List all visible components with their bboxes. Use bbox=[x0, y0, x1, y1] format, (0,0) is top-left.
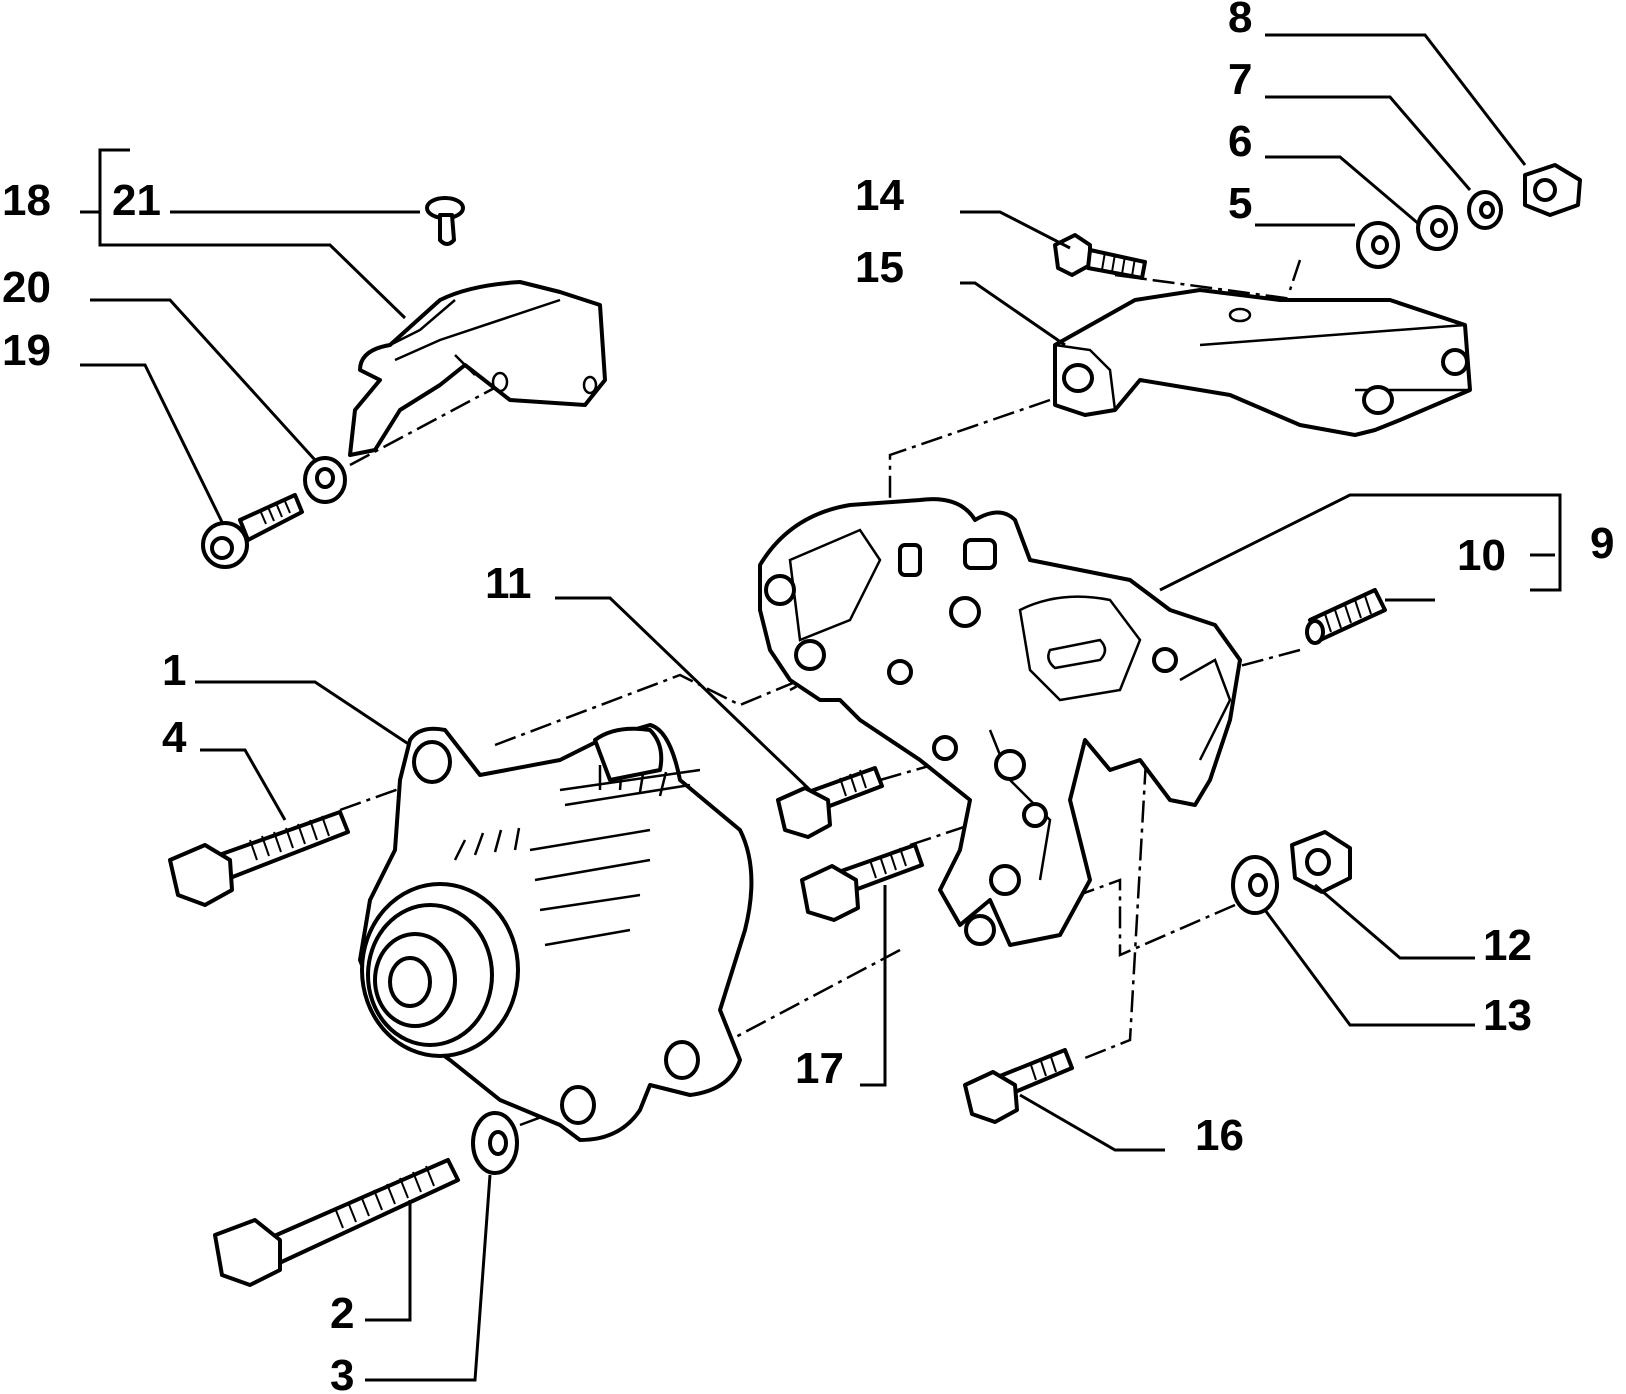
cover-shield-part-18 bbox=[348, 280, 607, 457]
washer-part-3 bbox=[471, 1111, 519, 1175]
mounting-bracket-part-9 bbox=[758, 497, 1242, 947]
callout-13: 13 bbox=[1483, 991, 1532, 1040]
bolt-part-17 bbox=[800, 843, 924, 922]
bolt-part-4 bbox=[168, 810, 350, 907]
washer-part-20 bbox=[303, 456, 347, 504]
callout-17: 17 bbox=[795, 1044, 844, 1093]
callout-20: 20 bbox=[2, 263, 51, 312]
bolt-part-19 bbox=[201, 493, 304, 569]
callout-5: 5 bbox=[1228, 179, 1252, 228]
callout-21: 21 bbox=[112, 176, 161, 225]
callout-19: 19 bbox=[2, 326, 51, 375]
callout-9: 9 bbox=[1590, 519, 1614, 568]
washer-part-13 bbox=[1231, 855, 1279, 915]
callout-14: 14 bbox=[855, 171, 904, 220]
callout-4: 4 bbox=[162, 713, 187, 762]
washer-part-6 bbox=[1416, 205, 1458, 251]
callout-2: 2 bbox=[330, 1289, 354, 1338]
callout-15: 15 bbox=[855, 243, 904, 292]
callout-12: 12 bbox=[1483, 921, 1532, 970]
bolt-part-11 bbox=[776, 766, 884, 839]
screw-part-21 bbox=[425, 196, 465, 246]
callout-3: 3 bbox=[330, 1351, 354, 1394]
bolt-part-2 bbox=[213, 1158, 460, 1287]
callout-6: 6 bbox=[1228, 117, 1252, 166]
callout-18: 18 bbox=[2, 176, 51, 225]
callout-7: 7 bbox=[1228, 55, 1252, 104]
alternator-part-1 bbox=[358, 723, 754, 1142]
stud-part-14 bbox=[1053, 233, 1147, 280]
stud-part-10 bbox=[1305, 588, 1387, 645]
leader-lines bbox=[80, 33, 1562, 1382]
callout-16: 16 bbox=[1195, 1111, 1244, 1160]
washer-part-5 bbox=[1356, 221, 1400, 269]
callout-10: 10 bbox=[1457, 531, 1506, 580]
bolt-part-16 bbox=[963, 1048, 1074, 1124]
lock-washer-part-7 bbox=[1467, 190, 1503, 230]
upper-bracket-part-15 bbox=[1053, 288, 1472, 437]
nut-part-12 bbox=[1290, 830, 1352, 894]
callout-8: 8 bbox=[1228, 0, 1252, 42]
callout-1: 1 bbox=[162, 646, 186, 695]
nut-part-8 bbox=[1523, 163, 1582, 217]
callout-11: 11 bbox=[485, 559, 532, 608]
